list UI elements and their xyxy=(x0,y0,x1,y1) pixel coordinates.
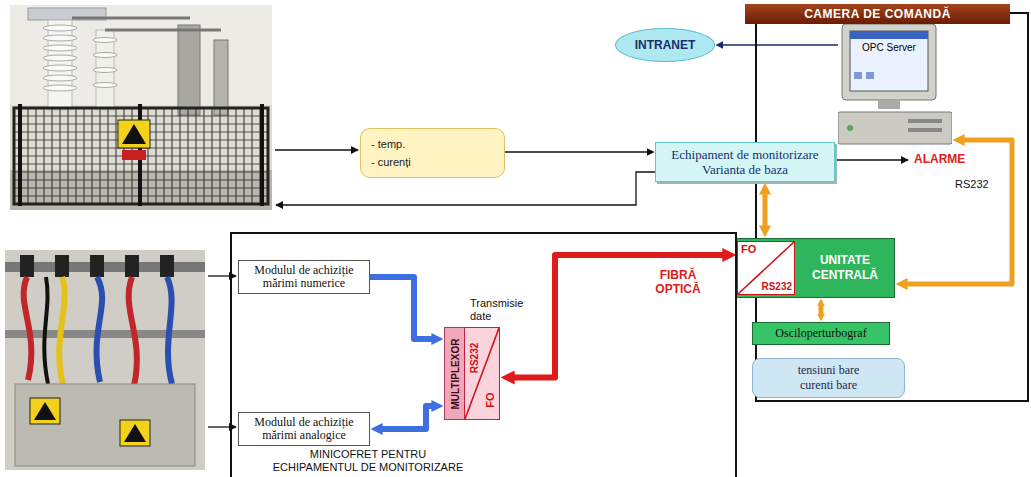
box-label: Echipament de monitorizare xyxy=(671,147,818,162)
signal-item: tensiuni bare xyxy=(798,363,860,378)
line-label: FIBRĂ OPTICĂ xyxy=(646,268,710,296)
network-ellipse: INTRANET xyxy=(615,28,715,62)
line-label: RS232 xyxy=(955,178,989,190)
connector-arrow xyxy=(907,140,1012,284)
port-name: RS232 xyxy=(761,281,792,293)
substation-photo xyxy=(10,5,272,210)
port-name: FO xyxy=(741,243,756,256)
box-label: Varianta de baza xyxy=(702,162,788,177)
alarm-label: ALARME xyxy=(914,152,965,166)
connector-arrow xyxy=(723,44,838,46)
signal-item: - curenți xyxy=(371,153,411,171)
network-label: INTRANET xyxy=(635,38,696,52)
server-label: OPC Server xyxy=(850,42,928,53)
server-computer: OPC Server xyxy=(838,24,952,148)
box-label: MULTIPLEXOR xyxy=(449,338,460,409)
region-heading: CAMERA DE COMANDĂ xyxy=(745,4,1010,24)
signal-box: - temp.- curenți xyxy=(360,128,505,178)
control-room-region: CAMERA DE COMANDĂOPC ServerOsciloperturb… xyxy=(755,12,1029,402)
signal-item: curenti bare xyxy=(800,378,857,393)
port-name: RS232 xyxy=(469,343,480,374)
recorder-box: Osciloperturbograf xyxy=(752,322,890,345)
connector-arrow xyxy=(370,277,432,339)
multiplexer-box: MULTIPLEXOR xyxy=(444,327,465,420)
connector-arrow xyxy=(505,151,647,152)
port-name: FO xyxy=(484,392,496,407)
note-label: Transmisie date xyxy=(470,297,532,323)
converter-box: FO RS232 xyxy=(737,241,795,295)
input-box: tensiuni barecurenti bare xyxy=(752,358,905,398)
cabinet-photo xyxy=(5,250,205,470)
connector-arrow xyxy=(514,255,723,378)
box-label: Modulul de achiziție mărimi numerice xyxy=(239,264,369,290)
module-box: Modulul de achiziție mărimi analogice xyxy=(238,412,370,446)
box-label: UNITATE CENTRALĂ xyxy=(798,239,892,297)
monitoring-box: Echipament de monitorizareVarianta de ba… xyxy=(655,142,835,182)
connector-arrow xyxy=(819,306,824,314)
region-caption: MINICOFRET PENTRU ECHIPAMENTUL DE MONITO… xyxy=(267,448,469,474)
signal-arrow xyxy=(275,149,358,150)
box-label: Osciloperturbograf xyxy=(775,326,866,341)
central-unit-box: UNITATE CENTRALĂ FO RS232 xyxy=(735,238,895,298)
connector-arrow xyxy=(382,406,432,429)
box-label: Modulul de achiziție mărimi analogice xyxy=(239,416,369,442)
connector-arrow xyxy=(763,194,768,226)
signal-item: - temp. xyxy=(371,135,405,153)
module-box: Modulul de achiziție mărimi numerice xyxy=(238,260,370,294)
converter-box: RS232FO xyxy=(464,327,500,420)
alarm-arrow xyxy=(836,159,908,160)
